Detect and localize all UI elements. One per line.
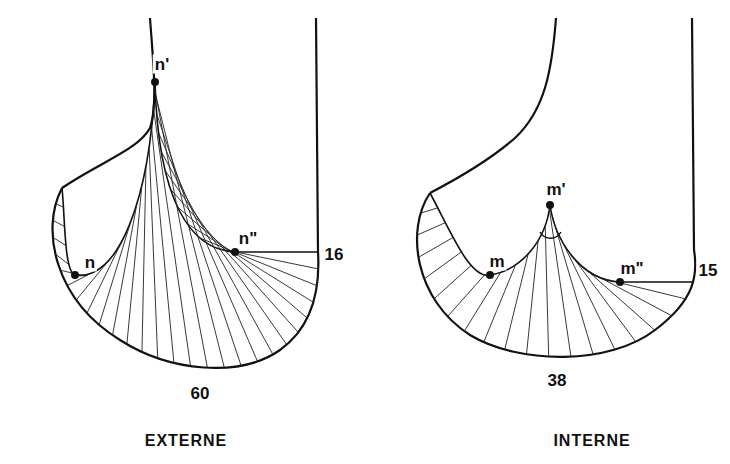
- radius-line: [165, 171, 287, 345]
- point-label: n': [153, 55, 171, 74]
- radius-line: [161, 152, 273, 355]
- lateral-evolute: [62, 82, 318, 275]
- radius-line: [417, 223, 445, 235]
- medial-evolute: [430, 193, 694, 282]
- condyle-outlines: [53, 18, 696, 368]
- radius-line: [549, 209, 571, 356]
- point-marker: [231, 248, 239, 256]
- radius-line: [558, 233, 615, 350]
- radius-line: [448, 275, 485, 316]
- caption-label: EXTERNE: [143, 432, 230, 450]
- point-label: m": [618, 259, 645, 278]
- radius-line: [545, 225, 548, 356]
- radius-line: [127, 184, 142, 344]
- radius-line: [419, 237, 454, 257]
- radius-line: [216, 248, 318, 269]
- point-label: n": [237, 229, 259, 248]
- radius-line: [421, 208, 438, 213]
- radius-lines: [53, 89, 687, 368]
- measure-number: 15: [697, 261, 720, 280]
- point-label: m: [487, 252, 506, 271]
- measure-number: 60: [189, 384, 212, 403]
- radius-line: [87, 239, 123, 313]
- radius-line: [142, 165, 146, 351]
- medial-condyle-contour: [417, 18, 695, 357]
- radius-line: [527, 241, 539, 355]
- radius-line: [424, 252, 461, 279]
- point-marker: [71, 271, 79, 279]
- radius-line: [55, 254, 69, 265]
- radius-line: [53, 220, 65, 226]
- radius-line: [464, 272, 500, 331]
- radius-line: [56, 204, 64, 207]
- lateral-condyle-contour: [53, 18, 319, 368]
- medial-shaft-left: [430, 18, 556, 193]
- measure-number: 38: [546, 371, 569, 390]
- radius-line: [589, 271, 672, 315]
- radius-line: [505, 254, 528, 350]
- radius-line: [152, 127, 174, 362]
- radius-line: [484, 265, 516, 342]
- point-marker: [486, 271, 494, 279]
- caption-label: INTERNE: [551, 432, 632, 450]
- point-label: n: [83, 253, 97, 272]
- measure-number: 16: [323, 245, 346, 264]
- lateral-shaft-left: [62, 18, 154, 188]
- radius-line: [157, 114, 241, 366]
- radius-line: [113, 203, 138, 335]
- radius-line: [153, 108, 190, 366]
- point-label: m': [544, 180, 567, 199]
- radius-line: [187, 224, 313, 303]
- point-marker: [616, 278, 624, 286]
- radius-line: [99, 221, 131, 325]
- radius-line: [434, 265, 471, 298]
- radius-line: [552, 217, 593, 354]
- point-marker: [546, 201, 554, 209]
- radius-line: [604, 279, 687, 299]
- point-marker: [151, 78, 159, 86]
- radius-line: [155, 94, 224, 367]
- radius-line: [53, 237, 66, 245]
- center-points: [71, 78, 624, 286]
